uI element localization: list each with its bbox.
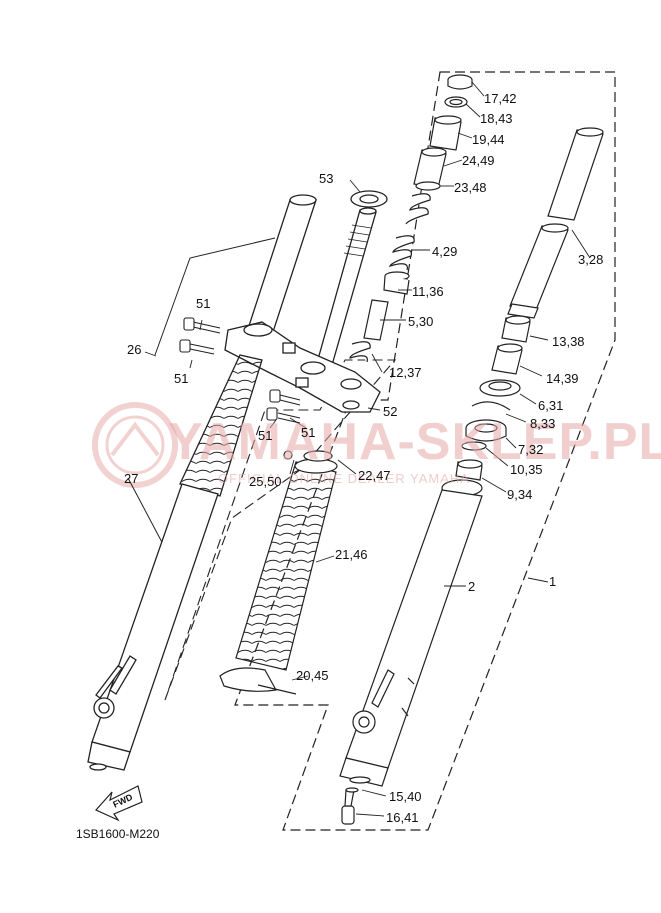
- part-label-17-42[interactable]: 17,42: [484, 91, 517, 106]
- part-label-3-28[interactable]: 3,28: [578, 252, 604, 267]
- part-label-5-30[interactable]: 5,30: [408, 314, 434, 329]
- part-label-26[interactable]: 26: [127, 342, 142, 357]
- part-label-51-left[interactable]: 51: [174, 371, 189, 386]
- fwd-arrow-icon: FWD: [95, 785, 143, 822]
- group-bracket-27: [127, 477, 166, 549]
- watermark-sub: OFFICIAL ONLINE DEALER YAMAHA: [218, 471, 470, 486]
- part-label-15-40[interactable]: 15,40: [389, 789, 422, 804]
- left-fork-assembly: [87, 190, 388, 771]
- part-label-2[interactable]: 2: [468, 579, 476, 594]
- part-label-22-47[interactable]: 22,47: [358, 468, 391, 483]
- fork-internal-parts: [339, 74, 604, 825]
- part-label-21-46[interactable]: 21,46: [335, 547, 368, 562]
- part-label-25-50[interactable]: 25,50: [249, 474, 282, 489]
- part-label-19-44[interactable]: 19,44: [472, 132, 505, 147]
- part-label-24-49[interactable]: 24,49: [462, 153, 495, 168]
- part-label-51-bottom[interactable]: 51: [258, 428, 273, 443]
- part-label-16-41[interactable]: 16,41: [386, 810, 419, 825]
- leader-lines: [144, 81, 591, 817]
- part-label-6-31[interactable]: 6,31: [538, 398, 564, 413]
- part-label-18-43[interactable]: 18,43: [480, 111, 513, 126]
- part-label-9-34[interactable]: 9,34: [507, 487, 533, 502]
- part-label-23-48[interactable]: 23,48: [454, 180, 487, 195]
- part-label-52[interactable]: 52: [383, 404, 398, 419]
- part-label-8-33[interactable]: 8,33: [530, 416, 556, 431]
- part-label-27[interactable]: 27: [124, 471, 139, 486]
- part-label-4-29[interactable]: 4,29: [432, 244, 458, 259]
- diagram-code: 1SB1600-M220: [76, 827, 160, 841]
- part-label-10-35[interactable]: 10,35: [510, 462, 543, 477]
- part-label-12-37[interactable]: 12,37: [389, 365, 422, 380]
- part-label-51-top[interactable]: 51: [196, 296, 211, 311]
- part-label-1[interactable]: 1: [549, 574, 557, 589]
- part-label-13-38[interactable]: 13,38: [552, 334, 585, 349]
- watermark-logo: [92, 402, 178, 488]
- watermark-main: YAMAHA-SKLEP.PL: [168, 413, 661, 471]
- rubber-bellows-21: [219, 450, 338, 695]
- part-label-20-45[interactable]: 20,45: [296, 668, 329, 683]
- part-label-11-36[interactable]: 11,36: [412, 284, 444, 299]
- group-bracket-left: [154, 237, 276, 356]
- part-label-7-32[interactable]: 7,32: [518, 442, 544, 457]
- part-label-14-39[interactable]: 14,39: [546, 371, 579, 386]
- bolt-51-group: [179, 317, 301, 460]
- part-label-53[interactable]: 53: [319, 171, 334, 186]
- part-label-51-mid[interactable]: 51: [301, 425, 316, 440]
